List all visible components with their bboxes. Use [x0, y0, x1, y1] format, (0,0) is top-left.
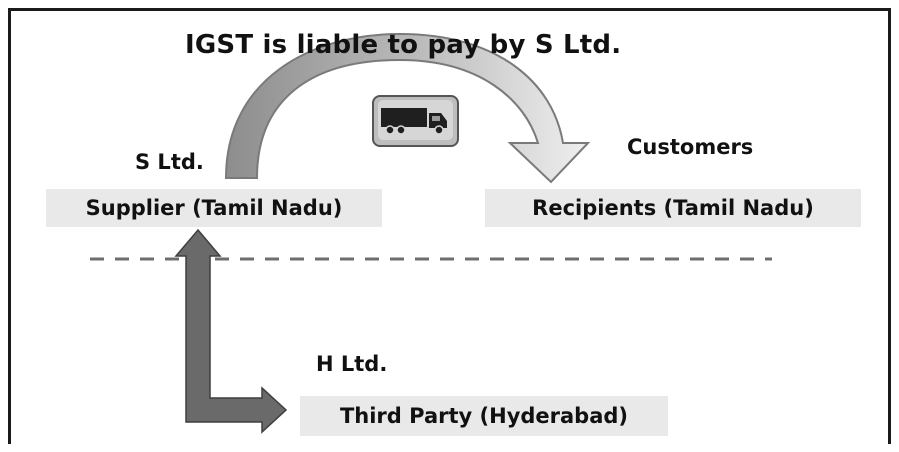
recipient-tag: Customers	[627, 135, 754, 159]
diagram-title: IGST is liable to pay by S Ltd.	[185, 30, 622, 60]
third-party-box-label: Third Party (Hyderabad)	[339, 404, 629, 428]
truck-icon	[372, 95, 459, 147]
recipient-box: Recipients (Tamil Nadu)	[485, 189, 861, 227]
recipient-box-label: Recipients (Tamil Nadu)	[532, 196, 814, 220]
third-party-arrow	[174, 228, 288, 434]
third-party-tag: H Ltd.	[316, 352, 388, 376]
supply-arrow	[224, 32, 591, 184]
third-party-box: Third Party (Hyderabad)	[300, 396, 668, 436]
supplier-box-label: Supplier (Tamil Nadu)	[85, 196, 343, 220]
diagram-frame	[8, 8, 891, 444]
supplier-tag: S Ltd.	[135, 150, 204, 174]
supplier-box: Supplier (Tamil Nadu)	[46, 189, 382, 227]
